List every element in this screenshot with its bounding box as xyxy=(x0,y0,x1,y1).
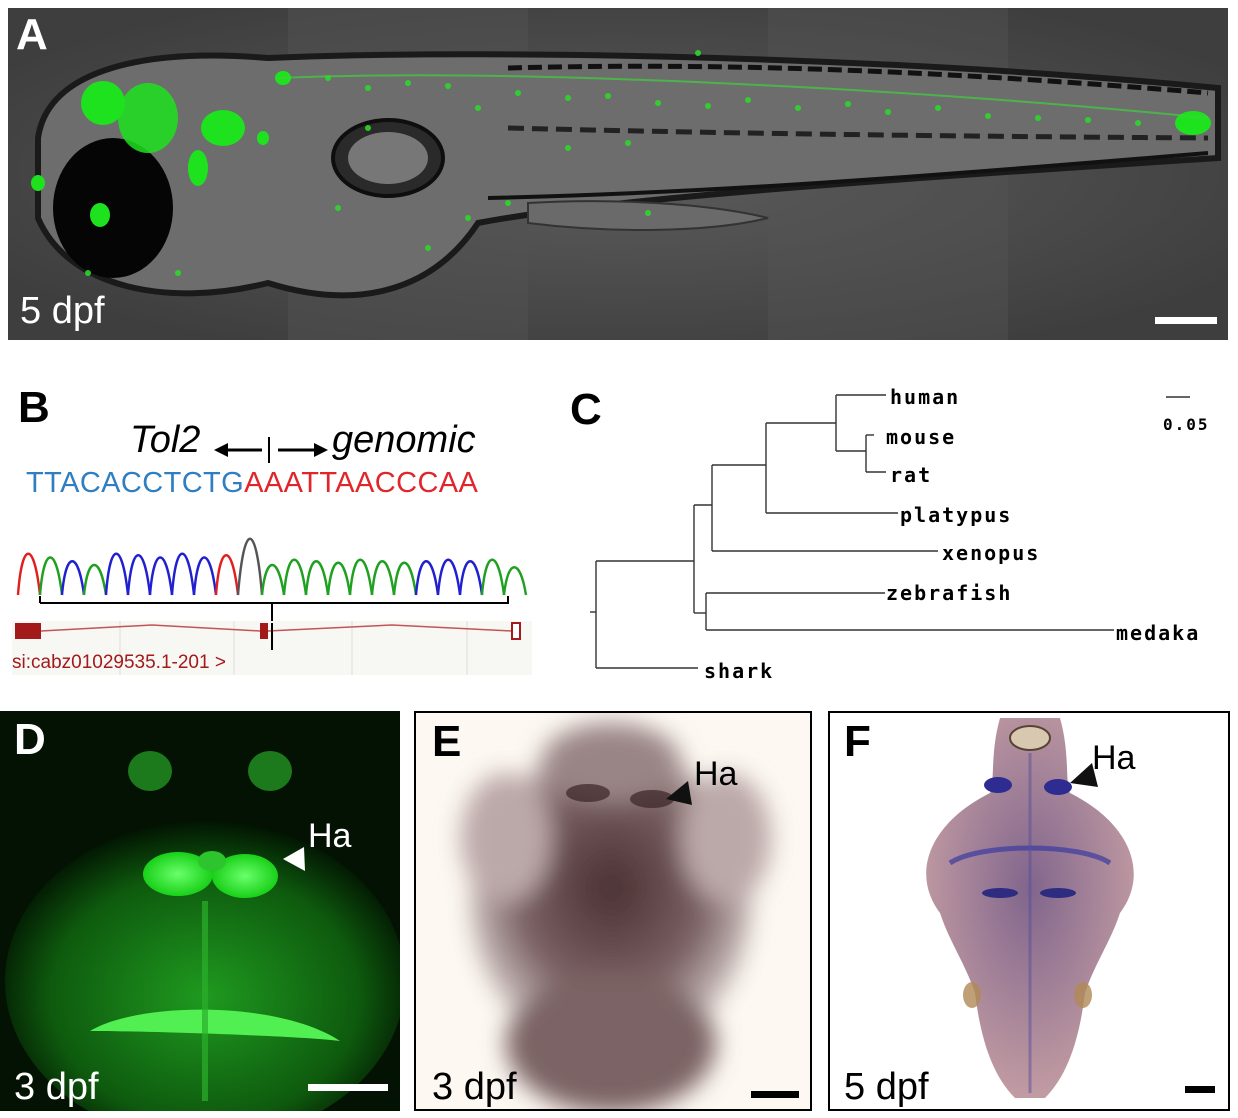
dna-sequence: TTACACCTCTGAAATTAACCCAA xyxy=(26,467,478,500)
taxon-mouse: mouse xyxy=(886,425,957,449)
fluorescent-brain-image xyxy=(0,711,400,1111)
transcript-label: si:cabz01029535.1-201 > xyxy=(12,652,226,673)
stage-label: 3 dpf xyxy=(432,1066,517,1108)
marker-label: Ha xyxy=(308,817,352,855)
panel-label: F xyxy=(844,717,871,766)
junction-arrows xyxy=(214,437,328,463)
stage-label: 5 dpf xyxy=(844,1066,929,1108)
taxon-platypus: platypus xyxy=(900,503,1013,527)
zebrafish-larva-image xyxy=(8,8,1228,340)
tol2-sequence: TTACACCTCTG xyxy=(26,467,245,499)
marker-label: Ha xyxy=(694,755,738,793)
genomic-sequence: AAATTAACCCAA xyxy=(244,467,479,499)
taxon-xenopus: xenopus xyxy=(942,541,1041,565)
tol2-label: Tol2 xyxy=(130,419,201,461)
phylogenetic-tree xyxy=(590,394,1190,669)
in-situ-brain-image-3dpf xyxy=(461,723,799,1109)
taxon-medaka: medaka xyxy=(1116,621,1201,645)
scale-label: 0.05 xyxy=(1163,415,1210,434)
scale-bar xyxy=(308,1084,388,1091)
taxon-shark: shark xyxy=(704,659,775,683)
panel-label: C xyxy=(570,385,602,434)
in-situ-brain-image-5dpf xyxy=(926,718,1215,1098)
panel-b: B Tol2 genomic TTACACCTCTGAAATTAACCCAA xyxy=(0,375,560,675)
chromatogram xyxy=(12,537,532,675)
panel-a: A 5 dpf xyxy=(8,8,1228,340)
taxon-rat: rat xyxy=(890,463,933,487)
panel-label: D xyxy=(14,715,46,764)
panel-f: F Ha 5 dpf xyxy=(828,711,1230,1111)
marker-label: Ha xyxy=(1092,739,1136,777)
panel-label: A xyxy=(16,10,48,59)
panel-label: E xyxy=(432,717,462,766)
panel-label: B xyxy=(18,383,50,432)
panel-e: E Ha 3 dpf xyxy=(414,711,812,1111)
genomic-label: genomic xyxy=(332,419,476,461)
taxon-zebrafish: zebrafish xyxy=(886,581,1013,605)
stage-label: 5 dpf xyxy=(20,290,105,332)
panel-d: D Ha 3 dpf xyxy=(0,711,400,1111)
scale-bar xyxy=(1185,1086,1215,1093)
scale-bar xyxy=(1155,317,1217,324)
panel-c: C human mouse rat xyxy=(568,375,1238,685)
scale-bar xyxy=(751,1091,799,1098)
stage-label: 3 dpf xyxy=(14,1066,99,1108)
taxon-human: human xyxy=(890,385,961,409)
